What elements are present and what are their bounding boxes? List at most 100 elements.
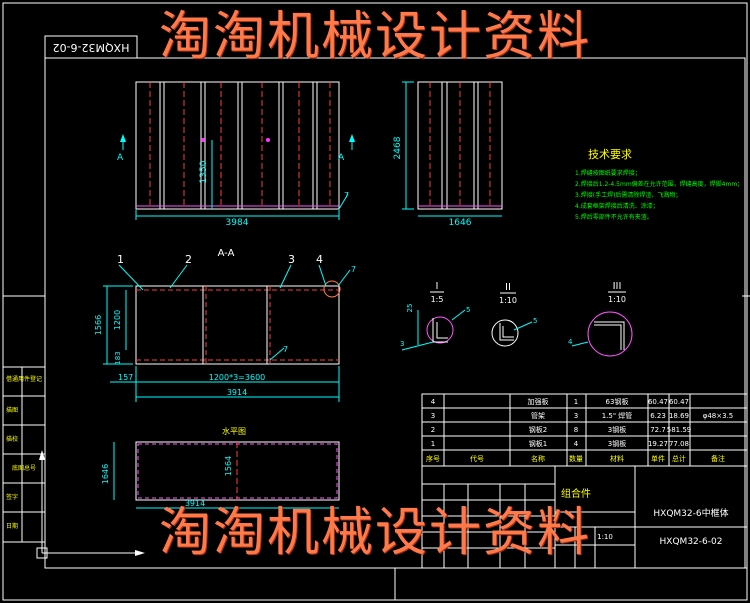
- bom-header: 名称: [531, 454, 545, 463]
- watermark-top: 淘淘机械设计资料: [158, 7, 591, 67]
- front-width-dim: 3984: [226, 218, 249, 228]
- side-table-4: 底图总号: [12, 464, 36, 472]
- bom-cell-qty: 1: [574, 398, 578, 406]
- watermark-bottom: 淘淘机械设计资料: [158, 503, 591, 563]
- side-table-3: 描校: [6, 435, 18, 443]
- detail-i-weld2: 3: [400, 340, 404, 348]
- bom-cell-material: 3钢板: [608, 425, 626, 434]
- bom-cell-unit: 60.47: [648, 398, 668, 406]
- detail-i-side: 25: [406, 304, 414, 313]
- bom-header: 代号: [470, 454, 484, 463]
- side-table-5: 签字: [6, 493, 18, 501]
- bom-cell-unit: 6.23: [650, 412, 666, 420]
- bom-cell-total: 18.69: [669, 412, 689, 420]
- bottom-inner-dim: 1564: [224, 456, 233, 476]
- balloon-3: 3: [288, 253, 295, 266]
- side-width-dim: 1646: [449, 218, 472, 228]
- tech-item-3: 3.焊接(手工焊)后需清除焊渣、飞溅物；: [575, 191, 681, 199]
- detail-iii-label: III: [613, 281, 622, 292]
- ucs-icon: [36, 450, 145, 559]
- detail-i-label: I: [436, 281, 439, 292]
- side-view: 2468 1646: [393, 81, 503, 228]
- bom-cell-no: 1: [431, 440, 435, 448]
- svg-text:7: 7: [344, 191, 349, 200]
- tech-title: 技术要求: [588, 148, 632, 161]
- section-pitch-dim: 1200*3=3600: [209, 373, 266, 382]
- bottom-view: 水平图 1646 1564 3914: [101, 426, 340, 509]
- balloon-4: 4: [316, 253, 323, 266]
- rotated-number-text: HXQM32-6-02: [53, 41, 130, 54]
- bom-cell-total: 581.59: [667, 426, 692, 434]
- section-arrow-left-label: A: [117, 153, 124, 163]
- bom-cell-material: 1.5" 焊管: [602, 411, 633, 420]
- detail-i-scale: 1:5: [431, 295, 444, 304]
- bom-header: 序号: [426, 454, 440, 463]
- detail-ii-weld: 5: [533, 317, 537, 325]
- front-height-dim: 1350: [199, 160, 209, 183]
- bom-cell-qty: 4: [574, 440, 579, 448]
- section-left-offset-dim: 157: [118, 373, 133, 382]
- side-table-6: 日期: [6, 522, 18, 530]
- section-view: A-A 7 1 2 3 4 1566 1200 183 157 1200*3=3…: [94, 248, 356, 402]
- title-assembly: 组合件: [561, 487, 591, 500]
- front-view: 3984 1350 A A 7: [117, 81, 355, 228]
- detail-iii: III 1:10 4: [568, 281, 633, 357]
- bottom-width-dim: 3914: [185, 499, 205, 508]
- section-title: A-A: [218, 248, 235, 259]
- detail-iii-weld: 4: [568, 338, 573, 346]
- bom-cell-note: φ48×3.5: [703, 412, 734, 420]
- detail-ii: II 1:10 5: [491, 282, 537, 347]
- section-bottom-offset-dim: 183: [114, 351, 122, 364]
- tech-requirements: 技术要求 1.焊缝按图纸要求焊接； 2.焊接后1.2-4.5mm偏差在允许范围，…: [575, 148, 743, 221]
- bom-header: 材料: [610, 454, 624, 463]
- bom-cell-material: 3钢板: [608, 439, 626, 448]
- bottom-view-label: 水平图: [222, 426, 246, 436]
- detail-ii-scale: 1:10: [499, 296, 517, 305]
- bom-header: 单件: [651, 454, 665, 463]
- bom-cell-unit: 72.7: [650, 426, 666, 434]
- bom-cell-material: 63钢板: [606, 397, 629, 406]
- bom-cell-name: 管架: [531, 411, 545, 420]
- bom-cell-total: 77.08: [669, 440, 689, 448]
- tech-item-5: 5.焊后零部件不允许有夹渣。: [575, 213, 653, 221]
- section-inner-height-dim: 1200: [113, 310, 122, 330]
- bom-cell-name: 加强板: [528, 397, 549, 406]
- balloon-1: 1: [117, 253, 124, 266]
- bom-cell-name: 钢板1: [529, 439, 547, 448]
- bom-cell-name: 钢板2: [529, 425, 547, 434]
- bom-cell-unit: 19.27: [648, 440, 668, 448]
- rotated-number-box: HXQM32-6-02: [44, 35, 138, 59]
- balloon-2: 2: [185, 253, 192, 266]
- section-height-dim: 1566: [94, 315, 103, 335]
- title-block: 组合件 HXQM32-6中框体 HXQM32-6-02 1:10: [421, 465, 748, 569]
- bom-header: 数量: [569, 454, 583, 463]
- detail-i-weld: 5: [466, 306, 470, 314]
- side-table: 借通用件登记 描图 描校 底图总号 签字 日期: [2, 366, 46, 543]
- bom-header: 总计: [672, 454, 686, 463]
- bottom-height-dim: 1646: [101, 464, 110, 484]
- title-number: HXQM32-6-02: [660, 537, 723, 547]
- detail-iii-scale: 1:10: [608, 295, 626, 304]
- bom-cell-qty: 8: [574, 426, 578, 434]
- bom-cell-no: 4: [431, 398, 436, 406]
- bom-cell-no: 2: [431, 426, 435, 434]
- title-scale: 1:10: [597, 533, 613, 541]
- bom-cell-qty: 3: [574, 412, 578, 420]
- title-name: HXQM32-6中框体: [653, 507, 728, 519]
- bom-cell-no: 3: [431, 412, 435, 420]
- svg-text:7: 7: [283, 345, 288, 354]
- tech-item-1: 1.焊缝按图纸要求焊接；: [575, 169, 641, 177]
- detail-i: I 1:5 5 25 3: [400, 281, 470, 351]
- side-table-2: 描图: [6, 406, 18, 414]
- bom-cell-total: 60.47: [669, 398, 689, 406]
- tech-item-2: 2.焊接后1.2-4.5mm偏差在允许范围，焊缝高度，焊脚4mm；: [575, 180, 743, 188]
- section-arrow-right-label: A: [338, 153, 345, 163]
- bom-header: 备注: [711, 454, 725, 463]
- detail-ii-label: II: [505, 282, 511, 293]
- section-weld-mark: 7: [351, 265, 356, 274]
- side-height-dim: 2468: [393, 136, 403, 159]
